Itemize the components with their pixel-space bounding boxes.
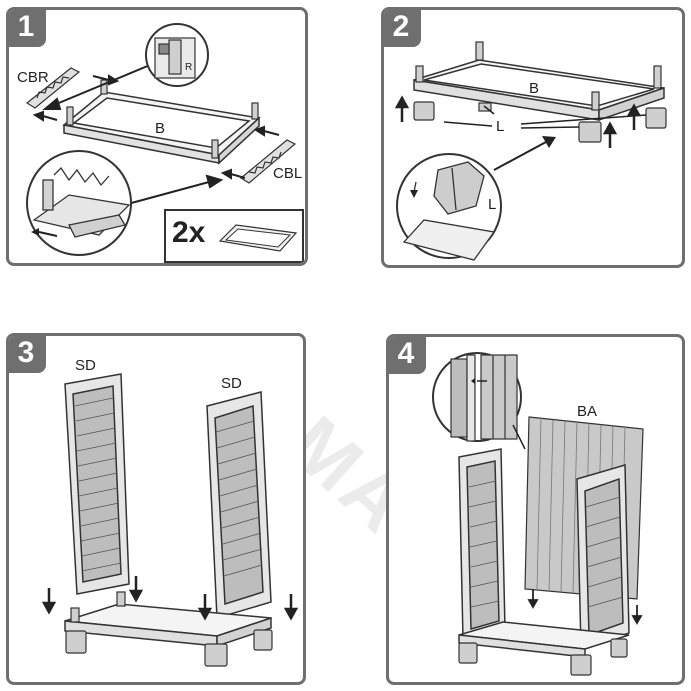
step-3-number: 3: [9, 336, 46, 373]
side-right-label: SD: [221, 375, 242, 392]
leg-label: L: [496, 118, 505, 135]
back-label: BA: [577, 403, 598, 420]
step-4-illustration: [432, 352, 644, 676]
cbr-label: CBR: [17, 69, 49, 86]
step-1-illustration: [25, 23, 297, 256]
step-4-panel: 4: [386, 334, 685, 685]
quantity-box: 2x: [164, 209, 304, 263]
detail-leg-label: L: [488, 196, 497, 213]
step-4-number: 4: [389, 337, 426, 374]
step-2-number: 2: [384, 10, 421, 47]
step-2-panel: 2: [381, 7, 685, 268]
quantity-text: 2x: [172, 216, 206, 249]
mini-frame-icon: [218, 224, 298, 252]
step-3-illustration: [41, 373, 299, 667]
step-1-panel: 1: [6, 7, 308, 266]
base-label-2: B: [529, 80, 540, 97]
detail-r-label: R: [185, 62, 193, 73]
step-3-panel: 3: [6, 333, 306, 685]
cbl-label: CBL: [273, 165, 303, 182]
base-label: B: [155, 120, 166, 137]
side-left-label: SD: [75, 357, 96, 374]
step-2-illustration: [394, 41, 667, 261]
step-1-number: 1: [9, 10, 46, 47]
